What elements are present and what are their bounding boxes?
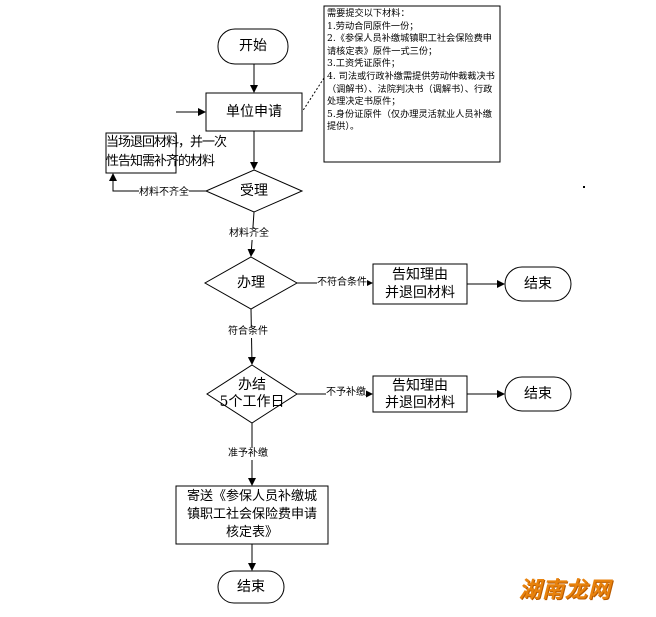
reject-onsite-box xyxy=(105,132,177,174)
reject-onsite-label-line2: 性告知需补齐的材料 xyxy=(106,154,215,169)
qualified-label: 符合条件 xyxy=(228,326,268,338)
settle-label-line1: 办结 xyxy=(238,377,266,393)
process-label: 办理 xyxy=(237,275,265,291)
note-line-5: 5.身份证原件（仅办理灵活就业人员补缴提供）。 xyxy=(327,108,492,133)
end-1-label: 结束 xyxy=(524,276,552,292)
note-connector xyxy=(301,77,325,113)
end-2-label: 结束 xyxy=(524,386,552,402)
watermark-logo: 湖南龙网 xyxy=(519,578,612,603)
notify-return-1-line2: 并退回材料 xyxy=(385,285,455,301)
accept-label: 受理 xyxy=(240,183,268,199)
notify-return-1-line1: 告知理由 xyxy=(392,267,448,283)
notify-return-box-1 xyxy=(372,263,468,305)
reject-onsite-label-line1: 当场退回材料，并一次 xyxy=(106,135,227,150)
send-form-line3: 核定表》 xyxy=(225,525,278,540)
materials-note-box xyxy=(323,5,501,163)
note-line-0: 需要提交以下材料： xyxy=(327,8,410,19)
stray-dot xyxy=(583,186,585,188)
not-qualified-label: 不符合条件 xyxy=(317,277,367,289)
notify-return-2-line1: 告知理由 xyxy=(392,378,448,394)
apply-box xyxy=(205,92,303,132)
note-line-1: 1.劳动合同原件一份； xyxy=(327,20,419,32)
start-label: 开始 xyxy=(239,38,267,54)
end-terminator-3 xyxy=(217,570,285,604)
end-3-label: 结束 xyxy=(237,579,265,595)
note-line-3: 3.工资凭证原件； xyxy=(327,58,401,70)
send-form-box xyxy=(175,485,329,545)
notify-return-box-2 xyxy=(372,375,468,413)
note-line-4: 4. 司法或行政补缴需提供劳动仲裁裁决书（调解书）、法院判决书（调解书）、行政处… xyxy=(327,70,495,108)
allow-payment-label: 准予补缴 xyxy=(228,448,268,460)
settle-label-line2: 5个工作日 xyxy=(219,394,285,410)
incomplete-label: 材料不齐全 xyxy=(139,187,189,199)
materials-note: 需要提交以下材料： 1.劳动合同原件一份； 2.《参保人员补缴城镇职工社会保险费… xyxy=(327,8,499,134)
apply-label: 单位申请 xyxy=(226,104,282,120)
notify-return-2-line2: 并退回材料 xyxy=(385,395,455,411)
note-line-2: 2.《参保人员补缴城镇职工社会保险费申请核定表》原件一式三份； xyxy=(327,33,492,57)
send-form-line2: 镇职工社会保险费申请 xyxy=(186,507,317,522)
end-terminator-2 xyxy=(504,376,572,412)
send-form-line1: 寄送《参保人员补缴城 xyxy=(186,489,317,504)
complete-label: 材料齐全 xyxy=(229,228,269,240)
end-terminator-1 xyxy=(504,266,572,302)
no-payment-label: 不予补缴 xyxy=(326,387,366,399)
start-terminator xyxy=(217,28,289,65)
